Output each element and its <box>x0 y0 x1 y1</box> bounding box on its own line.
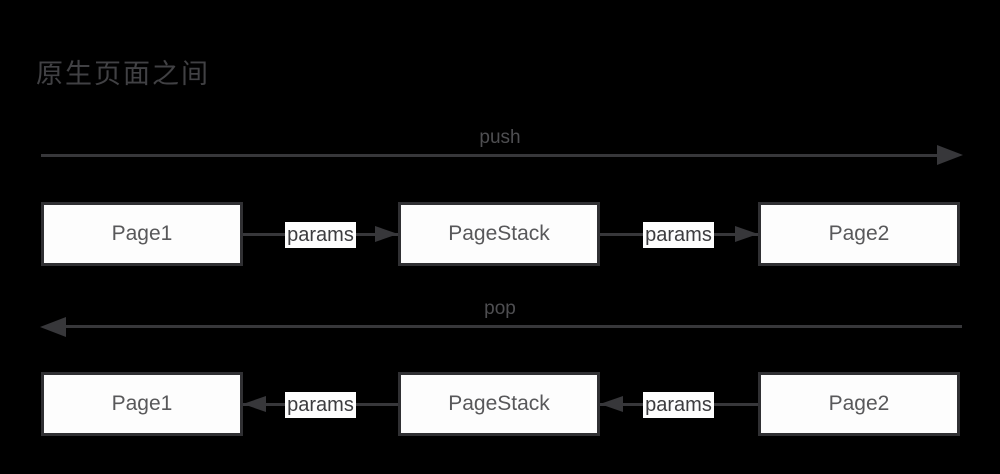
node-page1-push: Page1 <box>41 202 243 266</box>
node-label: PageStack <box>448 222 550 245</box>
params-label: params <box>645 223 712 246</box>
push-flow-label: push <box>479 127 521 148</box>
params-badge: params <box>285 222 356 248</box>
node-page2-push: Page2 <box>758 202 960 266</box>
push-arrow-line <box>41 154 938 157</box>
pop-flow-label: pop <box>484 298 516 319</box>
node-pagestack-pop: PageStack <box>398 372 600 436</box>
right-arrowhead-icon <box>375 226 398 242</box>
pop-arrow-line <box>64 325 962 328</box>
node-pagestack-push: PageStack <box>398 202 600 266</box>
node-label: PageStack <box>448 392 550 415</box>
params-label: params <box>287 393 354 416</box>
params-badge: params <box>285 392 356 418</box>
left-arrowhead-icon <box>600 396 623 412</box>
node-label: Page1 <box>111 222 173 245</box>
node-page1-pop: Page1 <box>41 372 243 436</box>
diagram-title: 原生页面之间 <box>36 59 210 89</box>
right-arrowhead-icon <box>735 226 758 242</box>
node-label: Page2 <box>828 392 890 415</box>
push-arrowhead-icon <box>937 145 963 165</box>
node-label: Page2 <box>828 222 890 245</box>
pop-arrowhead-icon <box>40 317 66 337</box>
params-badge: params <box>643 392 714 418</box>
params-label: params <box>645 393 712 416</box>
params-badge: params <box>643 222 714 248</box>
left-arrowhead-icon <box>243 396 266 412</box>
node-label: Page1 <box>111 392 173 415</box>
params-label: params <box>287 223 354 246</box>
node-page2-pop: Page2 <box>758 372 960 436</box>
